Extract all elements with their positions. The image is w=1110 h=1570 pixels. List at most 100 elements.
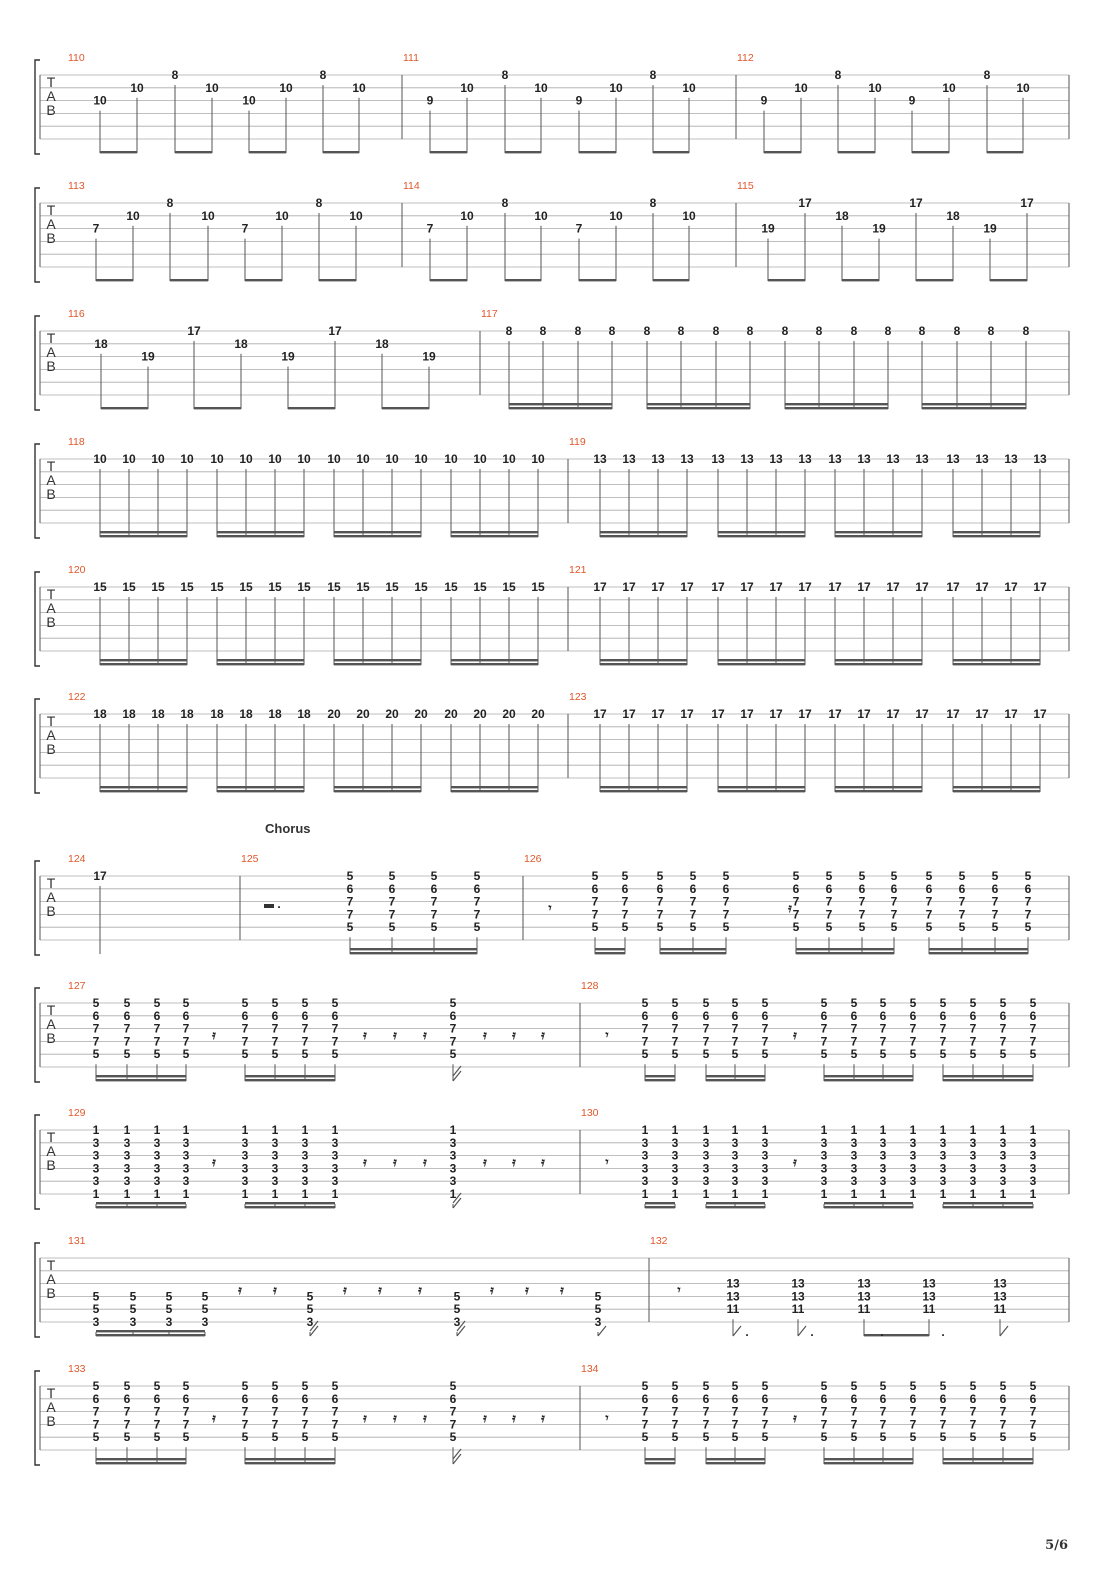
fret-number: 1 (124, 1187, 131, 1201)
beam (579, 279, 616, 282)
beam (217, 786, 304, 789)
fret-number: 3 (302, 1136, 309, 1150)
fret-number: 5 (595, 1289, 602, 1303)
fret-number: 7 (450, 1417, 457, 1431)
fret-number: 3 (732, 1161, 739, 1175)
beam (245, 279, 282, 282)
system-brace (34, 1370, 40, 1466)
fret-number: 7 (970, 1022, 977, 1036)
fret-number: 5 (450, 1430, 457, 1444)
fret-number: 17 (946, 580, 960, 594)
beam (170, 279, 208, 282)
fret-number: 5 (970, 996, 977, 1010)
beam (505, 151, 541, 154)
fret-number: 7 (762, 1022, 769, 1036)
tab-clef: TAB (46, 586, 56, 630)
rest: 𝄿 (362, 1411, 367, 1425)
measure: 132131311131311131311131311131311.... (650, 1235, 1009, 1339)
fret-number: 7 (124, 1417, 131, 1431)
fret-number: 5 (703, 1430, 710, 1444)
fret-number: 7 (1030, 1417, 1037, 1431)
fret-number: 3 (332, 1174, 339, 1188)
fret-number: 7 (762, 1417, 769, 1431)
fret-number: 17 (857, 707, 871, 721)
beam (245, 1462, 335, 1465)
fret-number: 5 (940, 1430, 947, 1444)
beam (509, 403, 612, 406)
fret-number: 8 (502, 68, 509, 82)
fret-number: 7 (332, 1022, 339, 1036)
fret-number: 6 (826, 882, 833, 896)
system-brace (34, 443, 40, 539)
fret-number: 5 (821, 996, 828, 1010)
fret-number: 6 (672, 1392, 679, 1406)
fret-number: 8 (954, 324, 961, 338)
fret-number: 1 (880, 1123, 887, 1137)
fret-number: 1 (1030, 1123, 1037, 1137)
fret-number: 5 (642, 1047, 649, 1061)
fret-number: 7 (891, 907, 898, 921)
tab-clef-letter: A (46, 727, 56, 743)
fret-number: 8 (575, 324, 582, 338)
fret-number: 13 (886, 452, 900, 466)
rest: 𝄾 (676, 1283, 681, 1297)
fret-number: 13 (922, 1277, 936, 1291)
measure-number: 117 (481, 308, 498, 320)
tab-clef-letter: A (46, 889, 56, 905)
fret-number: 17 (1004, 580, 1018, 594)
beam (653, 151, 689, 154)
fret-number: 7 (851, 1022, 858, 1036)
beam (451, 659, 538, 662)
fret-number: 3 (1000, 1136, 1007, 1150)
fret-number: 3 (124, 1136, 131, 1150)
measure-number: 119 (569, 436, 586, 448)
fret-number: 10 (868, 81, 882, 95)
beam (922, 407, 1026, 410)
beam (96, 1075, 186, 1078)
fret-number: 7 (723, 907, 730, 921)
fret-number: 7 (183, 1417, 190, 1431)
fret-number: 13 (726, 1277, 740, 1291)
fret-number: 5 (389, 869, 396, 883)
fret-number: 7 (732, 1034, 739, 1048)
measure-number: 129 (68, 1107, 86, 1119)
beam (600, 790, 687, 793)
fret-number: 6 (124, 1009, 131, 1023)
fret-number: 5 (910, 1379, 917, 1393)
fret-number: 20 (414, 707, 428, 721)
fret-number: 20 (473, 707, 487, 721)
fret-number: 3 (642, 1149, 649, 1163)
fret-number: 5 (302, 1047, 309, 1061)
fret-number: 7 (970, 1034, 977, 1048)
beam (451, 790, 538, 793)
fret-number: 5 (910, 996, 917, 1010)
fret-number: 3 (910, 1174, 917, 1188)
fret-number: 10 (460, 209, 474, 223)
system-brace (34, 315, 40, 411)
fret-number: 5 (1000, 1047, 1007, 1061)
fret-number: 15 (239, 580, 253, 594)
rest: 𝄿 (342, 1283, 347, 1297)
fret-number: 7 (474, 907, 481, 921)
fret-number: 7 (93, 222, 100, 236)
fret-number: 5 (910, 1430, 917, 1444)
beam (96, 1079, 186, 1082)
fret-number: 17 (798, 580, 812, 594)
system-brace (34, 1114, 40, 1210)
beam (706, 1202, 765, 1205)
fret-number: 3 (762, 1161, 769, 1175)
fret-number: 17 (886, 580, 900, 594)
fret-number: 5 (851, 1430, 858, 1444)
beam (334, 663, 421, 666)
measure-number: 125 (241, 853, 259, 865)
fret-number: 6 (154, 1009, 161, 1023)
system-brace (34, 698, 40, 794)
fret-number: 8 (650, 68, 657, 82)
fret-number: 1 (642, 1123, 649, 1137)
fret-number: 7 (302, 1034, 309, 1048)
fret-number: 7 (910, 1405, 917, 1419)
fret-number: 6 (910, 1392, 917, 1406)
beam (645, 1079, 675, 1082)
